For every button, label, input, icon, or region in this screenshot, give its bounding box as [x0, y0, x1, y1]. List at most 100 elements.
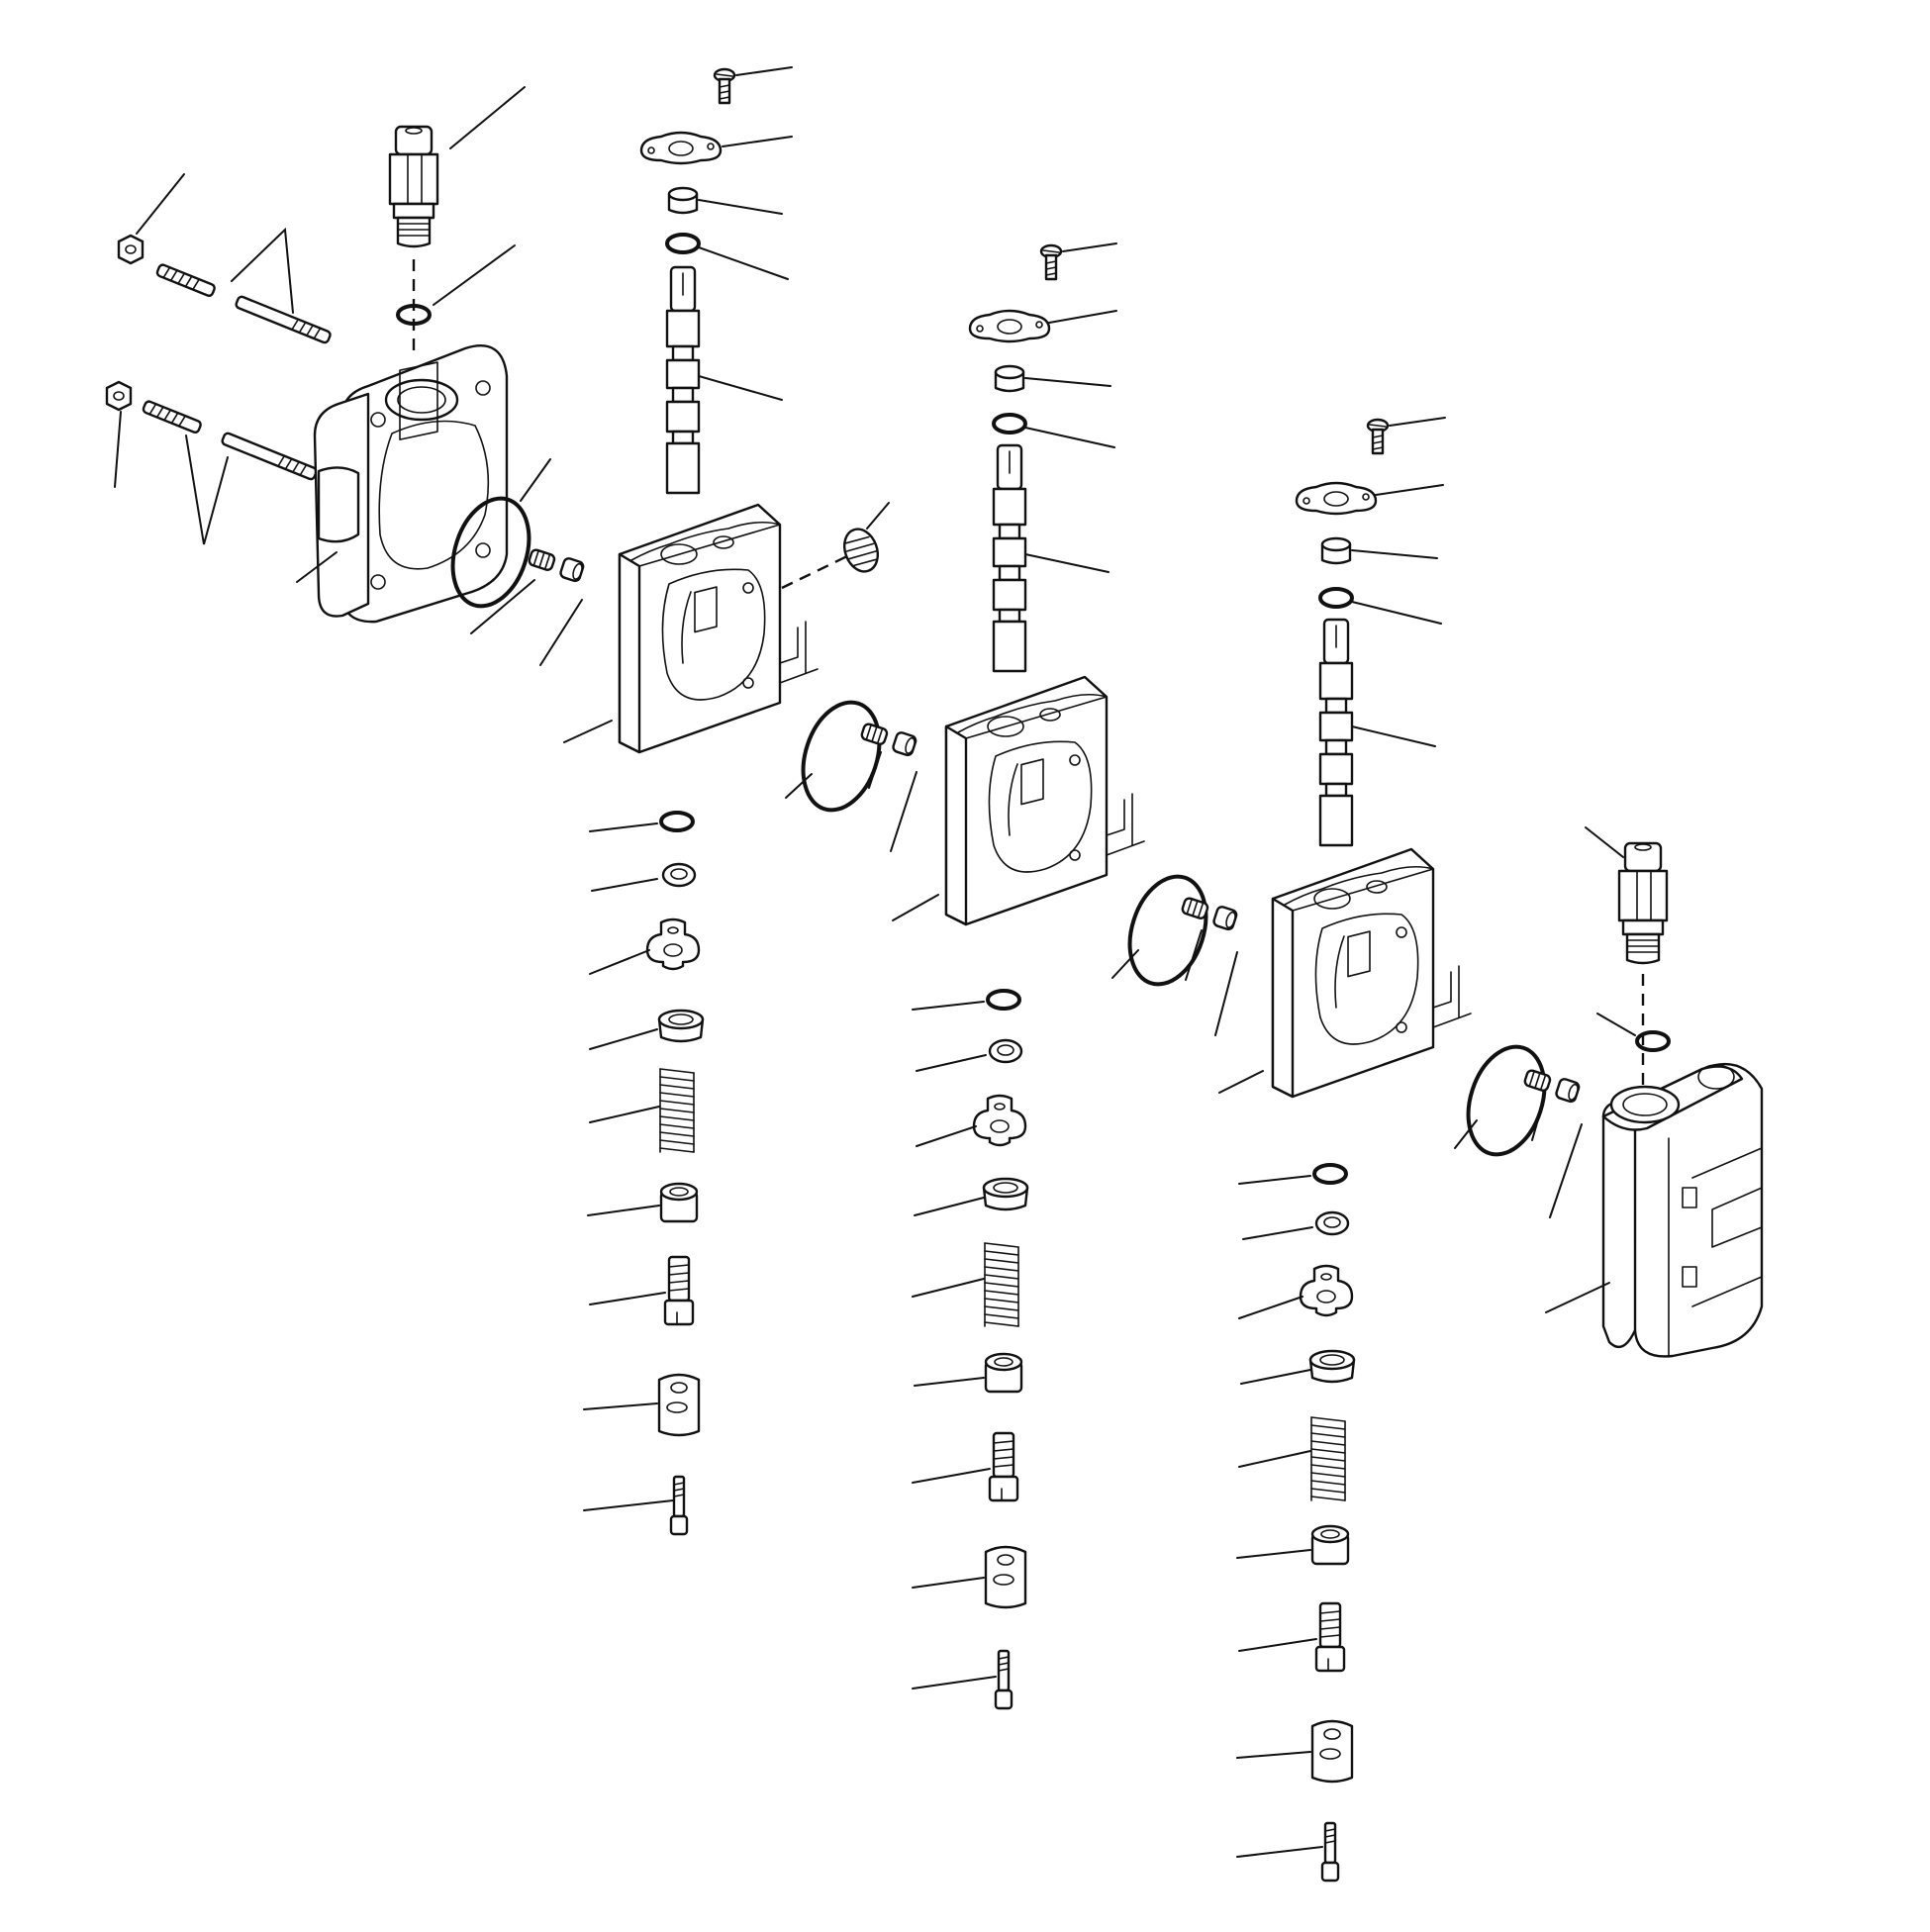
leader-line: [1586, 827, 1623, 857]
leader-line: [1455, 1120, 1477, 1148]
washer-icon: [988, 1038, 1023, 1064]
leader-line: [1237, 1752, 1310, 1758]
leader-line: [232, 230, 293, 313]
leader-line: [434, 245, 515, 305]
spring-seat-icon: [1299, 1264, 1354, 1317]
leader-line: [736, 67, 792, 75]
hex-nut-icon: [117, 234, 145, 265]
leader-line: [869, 752, 881, 788]
leader-line: [521, 459, 550, 501]
adapter-icon: [988, 1431, 1019, 1502]
spring-seat-icon: [645, 918, 701, 971]
leader-line: [1352, 602, 1441, 624]
leader-line: [1352, 726, 1435, 746]
leader-line: [1237, 1550, 1310, 1558]
leader-line: [1241, 1370, 1310, 1384]
leader-line: [913, 1677, 996, 1689]
o-ring-icon: [1318, 587, 1354, 609]
o-ring-icon: [788, 690, 895, 822]
leader-line: [540, 600, 582, 665]
cap-icon: [984, 1545, 1027, 1609]
leader-line: [867, 503, 889, 529]
screw-icon: [1366, 418, 1390, 455]
leader-line: [584, 1500, 673, 1510]
outlet-cover-icon: [1603, 1064, 1762, 1356]
end-cover-icon: [315, 345, 507, 622]
washer-icon: [661, 862, 697, 888]
leader-line: [1239, 1451, 1310, 1467]
o-ring-icon: [986, 989, 1021, 1011]
leader-line: [590, 1293, 665, 1304]
leader-line: [699, 247, 788, 279]
spring-seat-icon: [657, 1009, 705, 1043]
leader-line: [1025, 428, 1114, 447]
seal-plug-icon: [1320, 536, 1352, 565]
leader-line: [1239, 1297, 1303, 1318]
o-ring-icon: [665, 233, 701, 254]
spool-icon: [1318, 618, 1354, 847]
adapter-icon: [663, 1255, 695, 1326]
spring-icon: [838, 525, 883, 576]
seal-plug-icon: [994, 364, 1025, 393]
stud-bolt-icon: [154, 262, 333, 345]
leader-line: [1390, 418, 1445, 426]
leader-line: [186, 435, 228, 544]
leader-line: [590, 950, 649, 974]
seal-plug-icon: [667, 186, 699, 215]
retainer-plate-icon: [968, 309, 1051, 343]
hex-nut-icon: [105, 380, 133, 412]
leader-line: [913, 1469, 990, 1483]
leader-line: [1352, 550, 1437, 558]
leader-line: [590, 1029, 657, 1049]
leader-line: [893, 895, 938, 920]
leader-line: [1219, 1071, 1263, 1093]
leader-line: [913, 1578, 984, 1588]
spring-seat-icon: [972, 1094, 1027, 1147]
stopper-icon: [984, 1352, 1023, 1394]
o-ring-icon: [1453, 1034, 1560, 1167]
spring-icon: [659, 1068, 695, 1153]
cap-icon: [1310, 1719, 1354, 1784]
leader-line: [917, 1055, 986, 1071]
retainer-plate-icon: [1295, 481, 1378, 516]
valve-section-icon: [618, 503, 820, 754]
leader-line: [1532, 1099, 1544, 1140]
stud-bolt-icon: [141, 399, 319, 482]
screw-icon: [713, 67, 736, 105]
o-ring-icon: [659, 811, 695, 832]
check-valve-icon: [526, 545, 586, 584]
retainer-plate-icon: [639, 131, 723, 165]
leader-line: [471, 580, 534, 633]
check-valve-icon: [858, 720, 918, 758]
leader-line: [588, 1206, 659, 1215]
leader-line: [917, 1126, 976, 1146]
spring-seat-icon: [1308, 1349, 1356, 1384]
relief-valve-icon: [388, 125, 439, 248]
o-ring-icon: [1312, 1163, 1348, 1185]
bolt-icon: [669, 1475, 689, 1536]
spool-icon: [992, 443, 1027, 673]
check-valve-icon: [1521, 1066, 1582, 1105]
o-ring-icon: [992, 413, 1027, 435]
leader-line: [115, 412, 121, 487]
leader-line: [1063, 243, 1116, 251]
leader-line: [1239, 1176, 1310, 1184]
leader-line: [1546, 1283, 1609, 1312]
leader-line: [1239, 1639, 1316, 1651]
stopper-icon: [1310, 1524, 1350, 1566]
leader-line: [564, 721, 612, 742]
leader-line: [1186, 930, 1202, 980]
screw-icon: [1039, 243, 1063, 281]
spring-icon: [984, 1242, 1019, 1327]
leader-line: [584, 1403, 657, 1409]
leader-line: [1025, 554, 1109, 572]
spool-icon: [665, 265, 701, 495]
leader-line: [450, 87, 525, 148]
axis-line: [782, 554, 851, 588]
leader-line: [1049, 311, 1116, 323]
spring-seat-icon: [982, 1177, 1029, 1211]
leader-line: [137, 174, 184, 234]
leader-line: [1550, 1124, 1582, 1217]
leader-line: [915, 1378, 984, 1386]
